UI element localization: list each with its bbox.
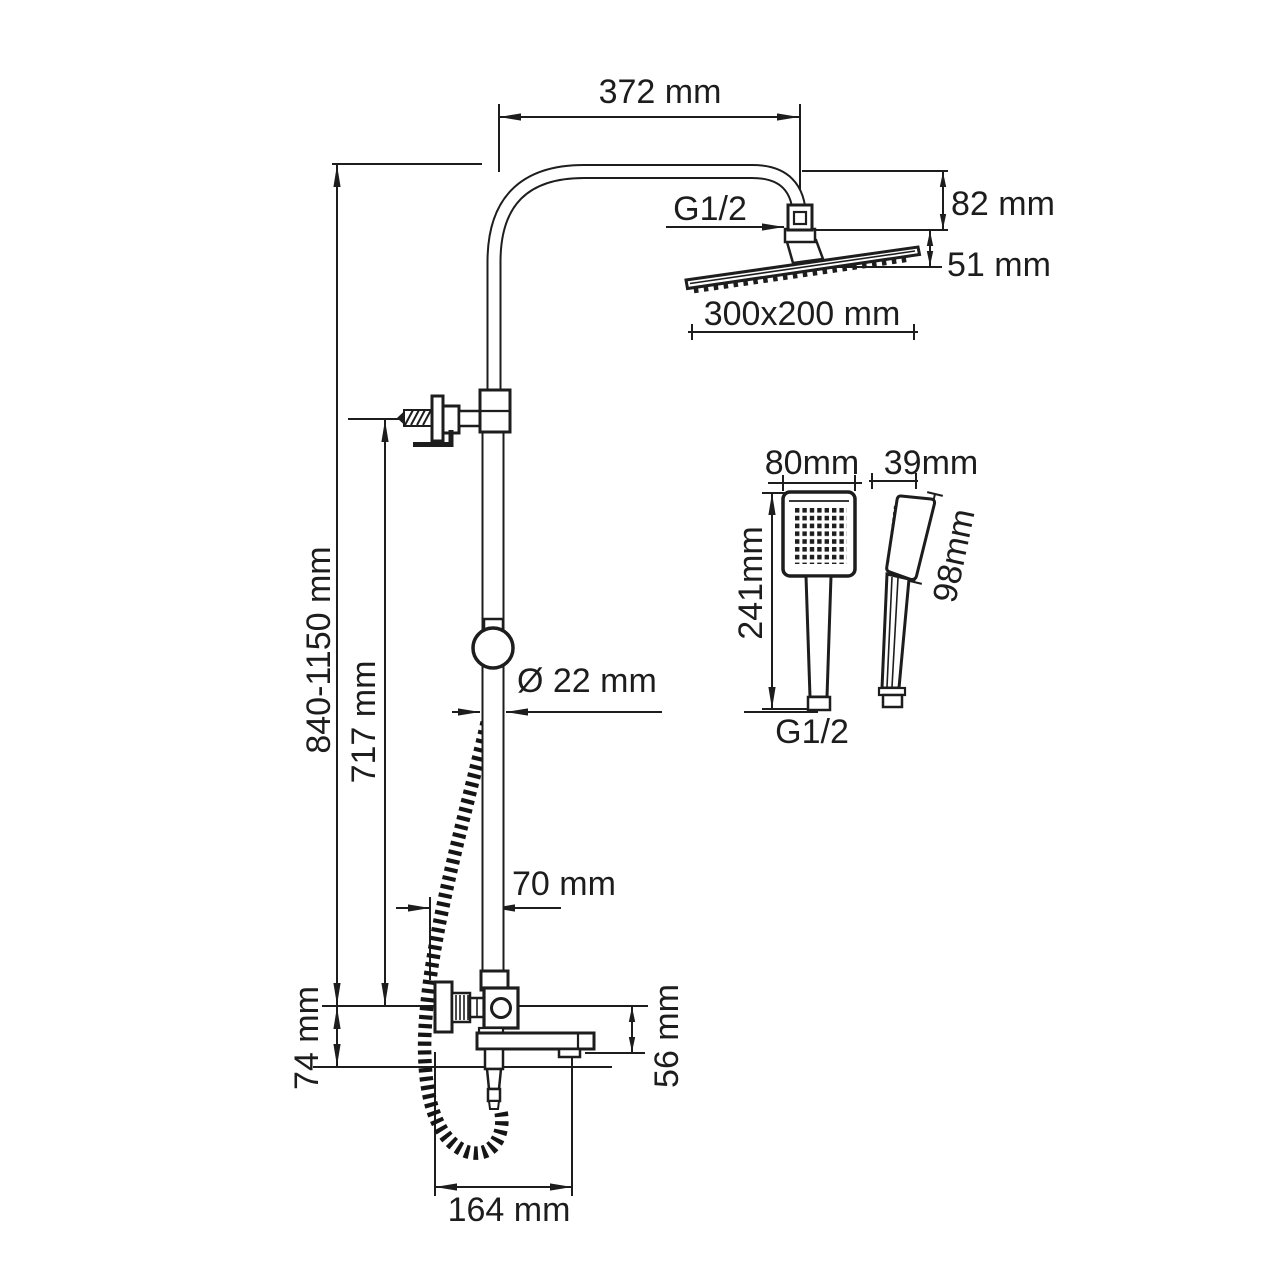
- shower-hose: [417, 712, 509, 1160]
- ball-joint-cone: [785, 238, 825, 265]
- label-handshower-thread: G1/2: [775, 713, 849, 751]
- arm-connector: [786, 203, 814, 232]
- dim-holder-offset: 70 mm: [512, 865, 616, 903]
- mixer-assembly: [433, 969, 596, 1110]
- pipe-coupling: [478, 388, 512, 434]
- dim-arm-to-head-drop: 82 mm: [951, 185, 1055, 223]
- screw-thread-hatch: [404, 409, 432, 426]
- hand-shower-handle: [804, 574, 833, 699]
- handle-plate: [433, 980, 454, 1034]
- dim-overhead-size: 300x200 mm: [704, 295, 901, 333]
- dim-pipe-diameter: Ø 22 mm: [517, 662, 657, 700]
- dim-spout-reach: 164 mm: [448, 1191, 571, 1229]
- spout-aerator: [557, 1047, 582, 1059]
- knob-ribs: [455, 995, 469, 1020]
- dim-spout-drop: 56 mm: [648, 984, 686, 1088]
- dim-riser-height: 717 mm: [345, 661, 383, 784]
- bath-spout: [475, 1031, 596, 1051]
- dim-total-height: 840-1150 mm: [300, 546, 338, 753]
- dim-handshower-head: 98mm: [926, 506, 983, 606]
- side-head: [885, 494, 937, 582]
- dim-handshower-length: 241mm: [732, 526, 770, 639]
- label-overhead-thread: G1/2: [673, 190, 747, 228]
- dim-head-joint-height: 51 mm: [947, 246, 1051, 284]
- diverter-knob: [490, 997, 512, 1019]
- hand-shower-nozzles: [794, 507, 847, 564]
- nozzle-row: [693, 257, 911, 294]
- hand-shower-front-view: [781, 490, 857, 712]
- slider-holder: [471, 617, 515, 670]
- dim-arm-reach: 372 mm: [599, 73, 722, 111]
- overhead-shower-head: [684, 203, 922, 294]
- dim-handshower-width: 80mm: [765, 444, 859, 482]
- dim-mixer-offset: 74 mm: [288, 986, 326, 1090]
- hand-shower-side-view: [877, 494, 937, 709]
- shower-arm: [486, 164, 807, 402]
- hose-nipple: [486, 1087, 502, 1103]
- bracket-hook: [413, 430, 454, 447]
- mixer-body: [482, 986, 520, 1030]
- dim-handshower-depth: 39mm: [884, 444, 978, 482]
- wall-bracket: [397, 394, 484, 447]
